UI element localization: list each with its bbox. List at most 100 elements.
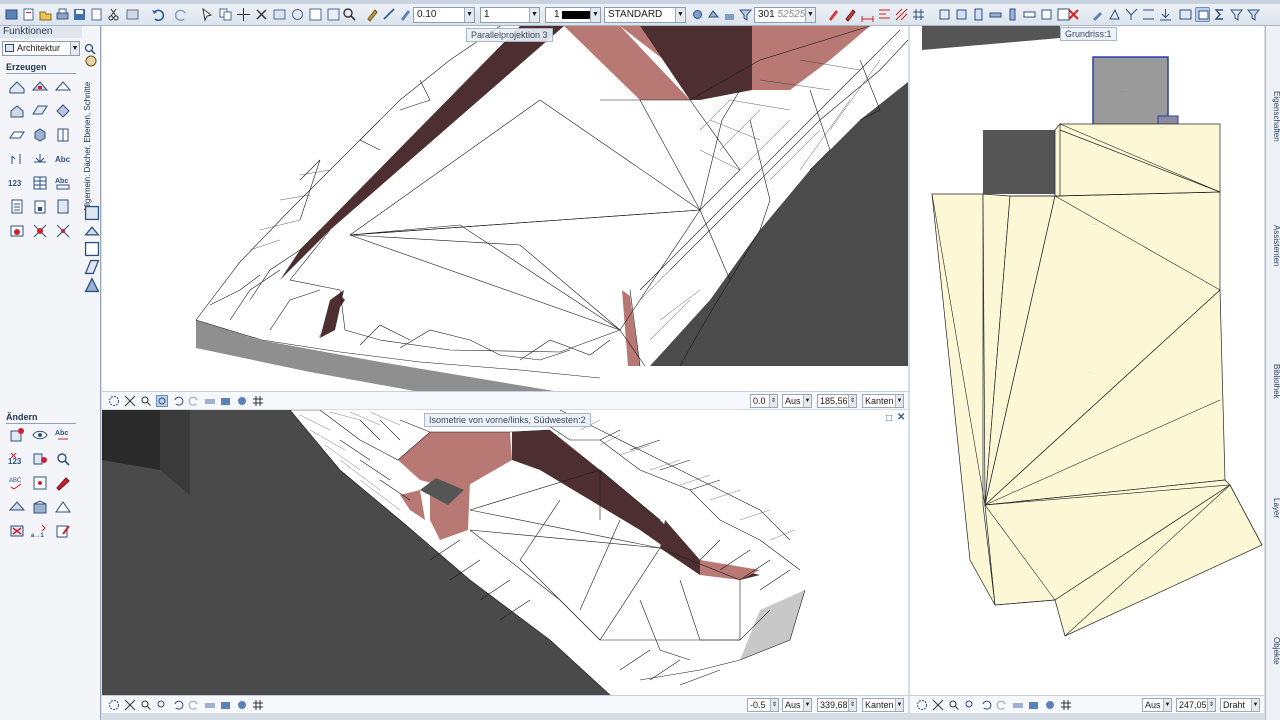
layer-visibility-icon[interactable] xyxy=(690,7,705,22)
sum-icon[interactable] xyxy=(1212,7,1227,22)
viewport-maximize-icon[interactable]: □ xyxy=(886,413,893,424)
plan-nav-zoom-window-icon[interactable] xyxy=(964,699,976,711)
modify-text-icon[interactable]: Abc xyxy=(54,426,72,444)
plan-mode-select[interactable]: Aus▼ xyxy=(1142,698,1172,712)
modify-object-icon[interactable] xyxy=(31,474,49,492)
elevation-icon[interactable] xyxy=(31,150,49,168)
nav-zoom-icon[interactable] xyxy=(140,395,152,407)
parallel-zoom-spinner-icon[interactable]: ⇕ xyxy=(848,395,856,407)
modify-delete-icon[interactable] xyxy=(8,522,26,540)
isometric-zoom-spinner-icon[interactable]: ⇕ xyxy=(848,699,856,711)
download-icon[interactable] xyxy=(1158,7,1173,22)
plan-nav-fit-icon[interactable] xyxy=(932,699,944,711)
list-icon[interactable] xyxy=(54,198,72,216)
modify-pen-icon[interactable] xyxy=(54,474,72,492)
hatch-icon[interactable] xyxy=(894,7,909,22)
nav-render-icon[interactable] xyxy=(236,395,248,407)
undo-icon[interactable] xyxy=(150,7,165,22)
plan-zoom-spinner-icon[interactable]: ⇕ xyxy=(1207,699,1215,711)
modify-building-icon[interactable] xyxy=(31,498,49,516)
plan-render-select[interactable]: Draht▼ xyxy=(1220,698,1260,712)
side-tool-5-icon[interactable] xyxy=(83,276,100,293)
iso-nav-zoom-icon[interactable] xyxy=(140,699,152,711)
active-view-icon[interactable] xyxy=(1195,7,1210,22)
dormer-icon[interactable] xyxy=(8,102,26,120)
tab-layer[interactable]: Layer xyxy=(1272,497,1280,518)
redo-icon[interactable] xyxy=(174,7,189,22)
layer-dropdown-icon[interactable]: ▼ xyxy=(675,8,685,22)
dimension-icon[interactable] xyxy=(860,7,875,22)
isometric-mode-select[interactable]: Aus▼ xyxy=(782,698,812,712)
properties-icon[interactable] xyxy=(308,7,323,22)
roof-cover-icon[interactable] xyxy=(54,102,72,120)
room-icon[interactable] xyxy=(1056,7,1071,22)
wall-icon[interactable] xyxy=(937,7,952,22)
plan-nav-orbit-icon[interactable] xyxy=(916,699,928,711)
parallel-zoom-input[interactable]: 185,56⇕ xyxy=(817,394,857,408)
marker-icon[interactable] xyxy=(843,7,858,22)
plan-nav-render-icon[interactable] xyxy=(1044,699,1056,711)
modify-spell-icon[interactable]: ABC xyxy=(8,474,26,492)
modify-edit-icon[interactable] xyxy=(54,522,72,540)
modify-gable-icon[interactable] xyxy=(54,498,72,516)
side-tool-3-icon[interactable] xyxy=(83,240,100,257)
nav-zoom-window-icon[interactable] xyxy=(156,395,168,407)
parallel-angle-input[interactable]: 0.0⇕ xyxy=(750,394,778,408)
iso-nav-print-icon[interactable] xyxy=(204,699,216,711)
plane-icon[interactable] xyxy=(8,126,26,144)
line-type-select[interactable]: 1▼ xyxy=(480,7,540,23)
layer-select[interactable]: STANDARD▼ xyxy=(604,7,686,23)
nav-fit-icon[interactable] xyxy=(124,395,136,407)
column-icon[interactable] xyxy=(1005,7,1020,22)
iso-nav-redo-view-icon[interactable] xyxy=(188,699,200,711)
modify-zoom-icon[interactable] xyxy=(54,450,72,468)
visibility-eye-icon[interactable] xyxy=(31,426,49,444)
plan-nav-zoom-icon[interactable] xyxy=(948,699,960,711)
measure-icon[interactable] xyxy=(1141,7,1156,22)
layer-status-icon[interactable] xyxy=(706,7,721,22)
brush-icon[interactable] xyxy=(365,7,380,22)
viewport-parallel-projection[interactable]: Parallelprojektion 3 xyxy=(102,26,908,392)
layers-icon[interactable] xyxy=(326,7,341,22)
gable-icon[interactable] xyxy=(54,78,72,96)
report-icon[interactable] xyxy=(8,198,26,216)
roof-plane-icon[interactable] xyxy=(31,102,49,120)
iso-nav-orbit-icon[interactable] xyxy=(108,699,120,711)
wall-red-icon[interactable] xyxy=(8,222,26,240)
iso-nav-grid-icon[interactable] xyxy=(252,699,264,711)
move-icon[interactable] xyxy=(236,7,251,22)
slab-icon[interactable] xyxy=(988,7,1003,22)
isometric-angle-input[interactable]: -0.5⇕ xyxy=(747,698,779,712)
funnel-icon[interactable] xyxy=(1246,7,1261,22)
nav-print-icon[interactable] xyxy=(204,395,216,407)
plan-nav-print-icon[interactable] xyxy=(1012,699,1024,711)
palette-icon[interactable] xyxy=(84,55,98,67)
modify-number-icon[interactable]: 123 xyxy=(8,450,26,468)
close-red-icon[interactable] xyxy=(1066,7,1081,22)
tab-library[interactable]: Bibliothek xyxy=(1272,363,1280,399)
pen-icon[interactable] xyxy=(398,7,413,22)
grid-icon[interactable] xyxy=(911,7,926,22)
window-icon[interactable] xyxy=(954,7,969,22)
trace-icon[interactable] xyxy=(1124,7,1139,22)
iso-nav-undo-view-icon[interactable] xyxy=(172,699,184,711)
color-dropdown-icon[interactable]: ▼ xyxy=(590,8,600,22)
nav-camera-icon[interactable] xyxy=(220,395,232,407)
eyedropper-icon[interactable] xyxy=(1090,7,1105,22)
level-marker-icon[interactable] xyxy=(8,150,26,168)
roof-skylight-icon[interactable] xyxy=(31,78,49,96)
nav-orbit-icon[interactable] xyxy=(108,395,120,407)
pen-thickness-dropdown-icon[interactable]: ▼ xyxy=(464,8,474,22)
parallel-render-dropdown-icon[interactable]: ▼ xyxy=(895,395,903,407)
side-tool-1-icon[interactable] xyxy=(83,204,100,221)
category-vertical-tab[interactable]: Allgemein: Dächer, Ebenen, Schnitte xyxy=(83,55,99,227)
module-select[interactable]: Architektur ▼ xyxy=(2,41,80,56)
modify-roof-icon[interactable] xyxy=(8,498,26,516)
pen-thickness-select[interactable]: 0.10▼ xyxy=(413,7,475,23)
mirror-icon[interactable] xyxy=(272,7,287,22)
parallel-mode-dropdown-icon[interactable]: ▼ xyxy=(803,395,811,407)
side-tool-2-icon[interactable] xyxy=(83,222,100,236)
plan-mode-dropdown-icon[interactable]: ▼ xyxy=(1163,699,1171,711)
line-type-dropdown-icon[interactable]: ▼ xyxy=(529,8,539,22)
isometric-render-dropdown-icon[interactable]: ▼ xyxy=(895,699,903,711)
